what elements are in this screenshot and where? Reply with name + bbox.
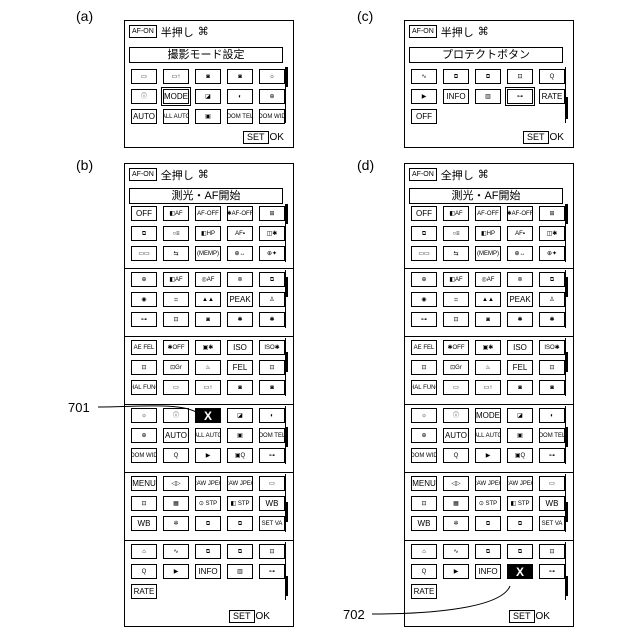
leader-line-702	[372, 586, 510, 614]
leader-line-701	[98, 406, 198, 413]
